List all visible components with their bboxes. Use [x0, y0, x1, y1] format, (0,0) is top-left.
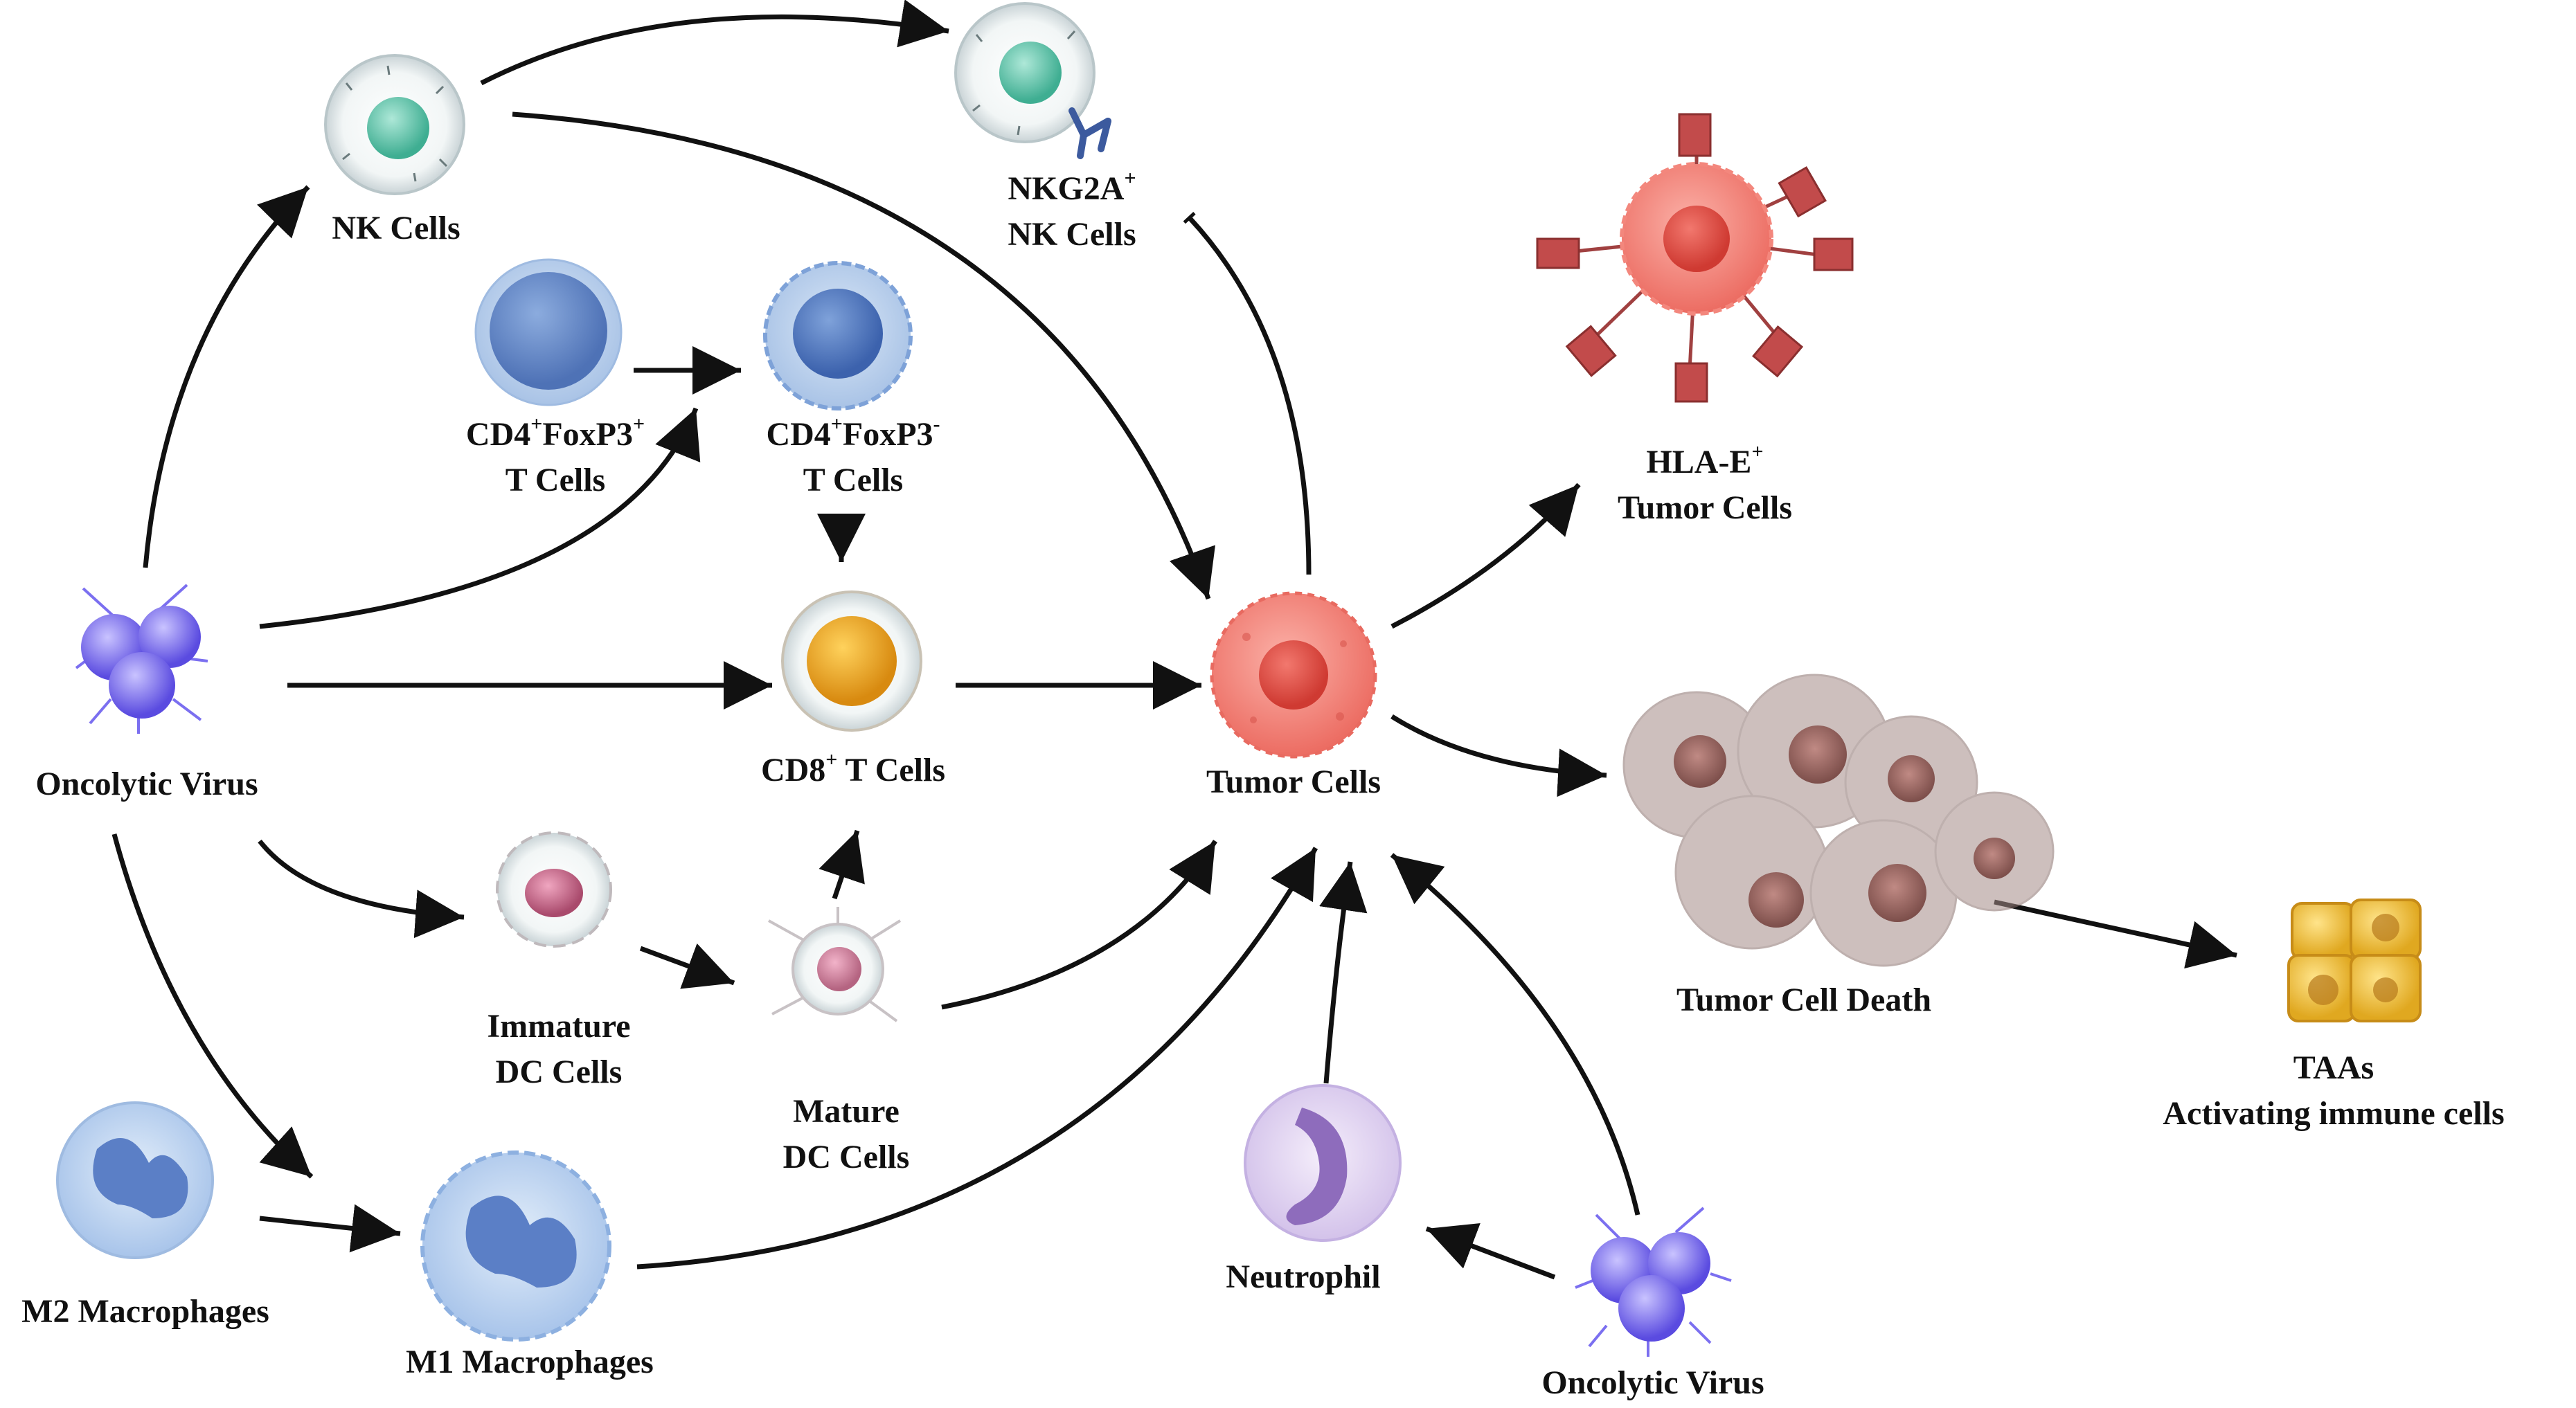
arrow-virus-to-cd4neg: [259, 407, 701, 629]
taas-icon: [2287, 899, 2422, 1022]
cd4-foxp3-neg-t-cell-icon: [763, 261, 913, 410]
m2-macrophage-icon: [56, 1101, 214, 1259]
arrow-virus-to-neutrophil: [1425, 1223, 1556, 1280]
arrow-tumor-to-hla: [1390, 482, 1581, 629]
neutrophil-icon: [1244, 1084, 1402, 1242]
arrow-virus-to-immature-dc: [258, 839, 465, 939]
label-nkg2a-nk-cells: NKG2A+ NK Cells: [1008, 167, 1136, 253]
m1-macrophage-icon: [420, 1150, 611, 1342]
arrow-neutrophil-to-tumor: [1319, 861, 1368, 1084]
tumor-cell-icon: [1210, 591, 1377, 759]
hla-e-tumor-cell-icon: [1536, 113, 1854, 403]
cd8-t-cell-icon: [781, 590, 922, 732]
cd4-foxp3-pos-t-cell-icon: [474, 258, 623, 406]
oncolytic-virus-bottom-icon: [1575, 1207, 1732, 1357]
label-taas: TAAs Activating immune cells: [2163, 1049, 2505, 1132]
mature-dc-cell-icon: [768, 907, 902, 1022]
label-m1-macrophages: M1 Macrophages: [406, 1344, 654, 1380]
label-cd4-foxp3-neg-t-cells: CD4+FoxP3- T Cells: [766, 413, 940, 499]
nkg2a-receptor-icon: [1068, 107, 1111, 159]
label-tumor-cells: Tumor Cells: [1206, 764, 1381, 800]
immature-dc-cell-icon: [496, 831, 612, 948]
nkg2a-nk-cell-icon: [954, 2, 1111, 159]
label-oncolytic-virus-bottom: Oncolytic Virus: [1541, 1364, 1764, 1401]
label-cd8-t-cells: CD8+ T Cells: [760, 748, 946, 789]
label-mature-dc-cells: Mature DC Cells: [782, 1093, 910, 1175]
arrow-nk-to-tumor: [512, 111, 1215, 600]
arrow-mature-dc-to-tumor: [941, 840, 1217, 1010]
arrow-nk-to-nkg2a: [480, 0, 949, 86]
inhibit-tumor-to-nkg2a: [1183, 211, 1312, 575]
arrow-m1-to-tumor: [636, 847, 1318, 1270]
arrow-m2-to-m1: [259, 1204, 401, 1253]
arrow-virus-to-m1: [111, 833, 314, 1179]
arrow-mature-dc-to-cd8: [819, 829, 865, 900]
label-tumor-cell-death: Tumor Cell Death: [1676, 982, 1932, 1018]
arrows: [111, 0, 2237, 1280]
label-cd4-foxp3-pos-t-cells: CD4+FoxP3+ T Cells: [465, 413, 645, 499]
oncolytic-virus-left-icon: [75, 584, 208, 734]
label-immature-dc-cells: Immature DC Cells: [487, 1008, 631, 1090]
arrow-virus-to-nk: [143, 185, 310, 568]
label-hla-e-tumor-cells: HLA-E+ Tumor Cells: [1617, 440, 1793, 527]
tumor-cell-death-icon: [1622, 674, 2055, 967]
label-m2-macrophages: M2 Macrophages: [21, 1293, 269, 1330]
label-nk-cells: NK Cells: [332, 210, 460, 246]
arrow-death-to-taas: [1994, 899, 2237, 969]
arrow-tumor-to-death: [1390, 714, 1607, 797]
arrow-immature-to-mature-dc: [639, 943, 735, 989]
arrow-virus-to-tumor: [1390, 853, 1640, 1216]
nk-cell-icon: [324, 54, 465, 195]
label-neutrophil: Neutrophil: [1226, 1258, 1381, 1295]
label-oncolytic-virus-left: Oncolytic Virus: [35, 766, 258, 802]
